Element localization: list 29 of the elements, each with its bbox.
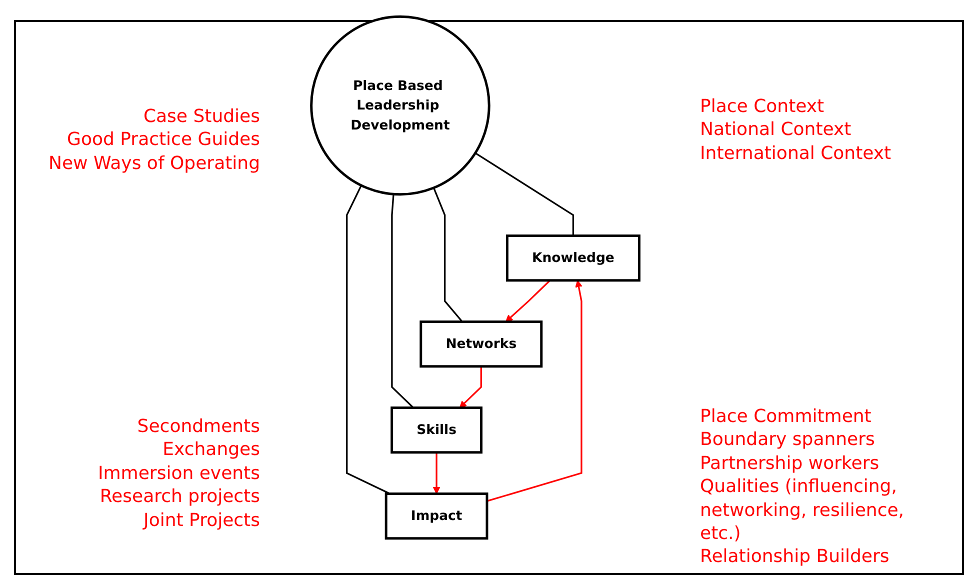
arrow: [432, 452, 440, 494]
list-item: Research projects: [98, 485, 260, 509]
arrow: [486, 280, 582, 502]
list-item: Boundary spanners: [700, 428, 876, 452]
node-box: Knowledge: [506, 234, 640, 282]
list-item: Partnership workers: [700, 452, 880, 476]
connector: [432, 188, 463, 322]
list-item: New Ways of Operating: [48, 152, 260, 176]
list-item: International Context: [700, 142, 892, 166]
connector: [390, 194, 414, 408]
list-item: Case Studies: [142, 105, 260, 128]
list-item: Exchanges: [162, 438, 260, 462]
node-circle: Place Based Leadership Development: [310, 15, 490, 196]
list-item: National Context: [700, 118, 852, 142]
connector: [474, 152, 574, 236]
node-box: Skills: [390, 406, 482, 454]
node-box: Networks: [419, 320, 542, 368]
list-item: Immersion events: [96, 462, 260, 486]
list-item: Place Commitment: [700, 405, 872, 428]
connector: [346, 185, 390, 494]
list-item: Relationship Builders: [700, 545, 890, 569]
list-item: Qualities (influencing, networking, resilience, etc.): [700, 475, 906, 546]
node-box: Impact: [384, 492, 488, 540]
arrow: [505, 280, 550, 322]
arrow: [459, 366, 482, 408]
list-item: Secondments: [136, 415, 260, 438]
list-item: Good Practice Guides: [66, 128, 260, 152]
list-item: Joint Projects: [142, 508, 260, 532]
list-item: Place Context: [700, 95, 826, 118]
